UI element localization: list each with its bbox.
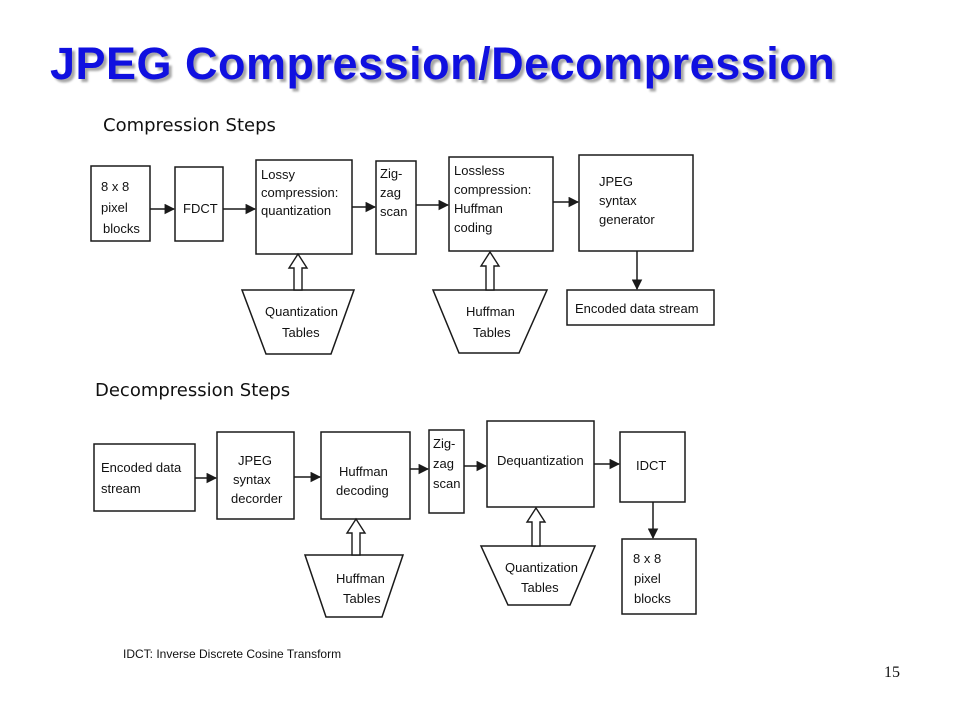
c-quant-tables-label: Quantization Tables xyxy=(265,304,342,340)
d-huffman-dec-label: Huffman decoding xyxy=(336,464,392,498)
c-output-label: Encoded data stream xyxy=(575,301,699,316)
d-syntax-dec-box xyxy=(216,431,295,520)
c-hollow-arrow-huffman xyxy=(479,250,501,291)
c-syntax-gen-label: JPEG syntax generator xyxy=(599,174,655,227)
d-hollow-arrow-huffman xyxy=(345,517,367,556)
c-hollow-arrow-quant xyxy=(287,252,309,291)
c-syntax-gen-box xyxy=(578,154,694,252)
d-output-label: 8 x 8 pixel blocks xyxy=(633,551,671,606)
d-input-label: Encoded data stream xyxy=(101,460,185,496)
decompression-steps-label: Decompression Steps xyxy=(95,380,291,401)
d-quant-tables-label: Quantization Tables xyxy=(505,560,582,595)
d-huffman-tables xyxy=(303,554,405,618)
d-dequant-label: Dequantization xyxy=(497,453,584,468)
d-huffman-dec-box xyxy=(320,431,411,520)
d-quant-tables xyxy=(479,545,597,606)
slide-title: JPEG Compression/Decompression xyxy=(50,38,836,89)
d-input-box xyxy=(93,443,196,512)
d-dequant-box xyxy=(486,420,595,508)
c-fdct-label: FDCT xyxy=(183,201,218,216)
compression-steps-label: Compression Steps xyxy=(103,115,276,136)
c-input-box xyxy=(90,165,151,242)
c-lossless-label: Lossless compression: Huffman coding xyxy=(454,163,535,235)
footnote: IDCT: Inverse Discrete Cosine Transform xyxy=(123,647,341,661)
c-lossy-box xyxy=(255,159,353,255)
c-input-label: 8 x 8 pixel blocks xyxy=(101,179,140,236)
c-output-box xyxy=(566,289,715,326)
c-quant-tables xyxy=(240,289,356,355)
c-huffman-tables xyxy=(431,289,549,354)
page-number: 15 xyxy=(884,664,900,681)
d-syntax-dec-label: JPEG syntax decorder xyxy=(231,453,283,506)
d-hollow-arrow-quant xyxy=(525,506,547,547)
d-idct-box xyxy=(619,431,686,503)
c-zigzag-label: Zig- zag scan xyxy=(380,166,407,219)
c-huffman-tables-label: Huffman Tables xyxy=(466,304,519,340)
d-idct-label: IDCT xyxy=(636,458,666,473)
d-output-box xyxy=(621,538,697,615)
d-huffman-tables-label: Huffman Tables xyxy=(336,571,389,606)
d-zigzag-label: Zig- zag scan xyxy=(433,436,460,491)
c-lossy-label: Lossy compression: quantization xyxy=(261,167,342,218)
